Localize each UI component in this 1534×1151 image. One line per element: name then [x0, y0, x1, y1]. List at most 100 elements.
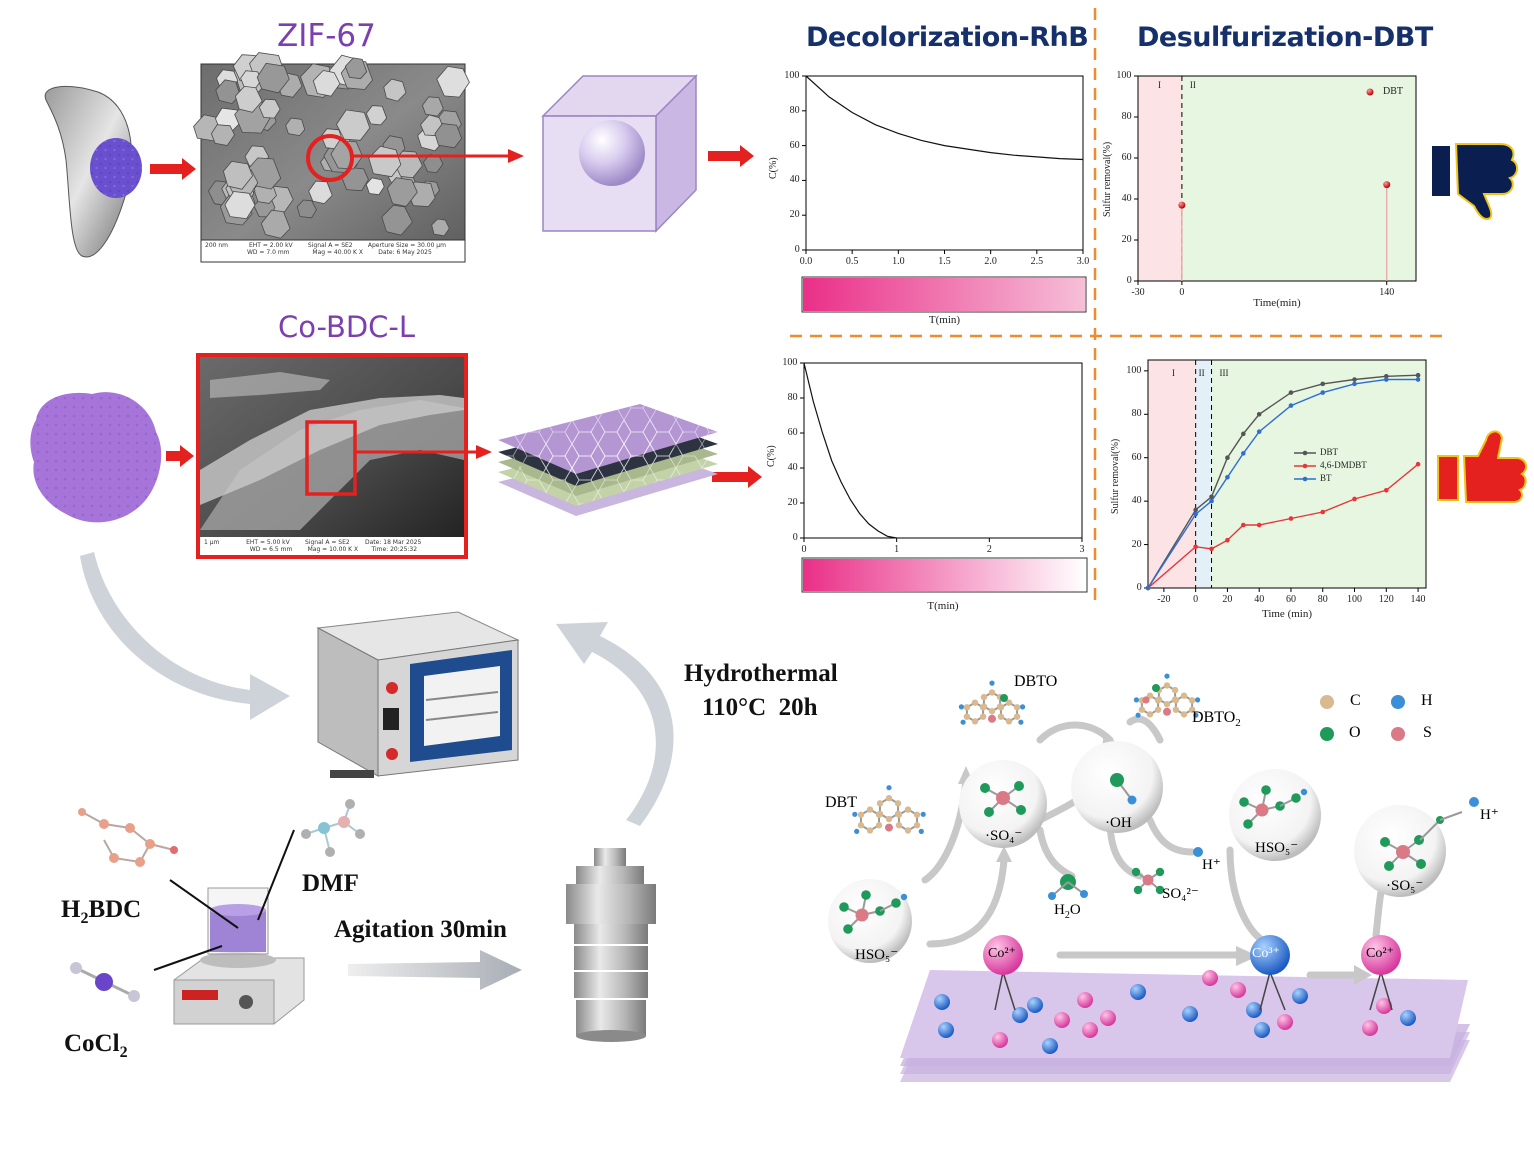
- carbon-atom: [876, 810, 884, 818]
- oxygen-atom: [1110, 773, 1124, 787]
- h2bdc-label: H2BDC: [61, 896, 141, 928]
- surface-atom-blue: [1292, 988, 1308, 1004]
- legend-marker: [1302, 463, 1308, 469]
- zif-crystal: [260, 209, 291, 239]
- data-point: [1256, 522, 1262, 528]
- oxygen-atom: [1133, 885, 1143, 895]
- legend-marker: [1366, 88, 1374, 96]
- chart-rhb-zif67: [802, 75, 1084, 254]
- y-tick-label: 20: [1121, 234, 1132, 245]
- surface-atom-pink: [1230, 982, 1246, 998]
- sem-zif-caption: 200 nm EHT = 2.00 kV Signal A = SE2 Aper…: [205, 242, 446, 256]
- carbon-atom: [875, 822, 883, 829]
- zif-crystal: [308, 180, 333, 205]
- carbon-atom: [1005, 699, 1013, 706]
- h2bdc-molecule-icon: [78, 808, 178, 867]
- carbon-atom: [988, 707, 996, 715]
- data-point: [1193, 511, 1198, 517]
- zif-crystal: [383, 78, 407, 102]
- chart-rhb-cobdc: [800, 362, 1083, 542]
- data-point: [1256, 429, 1262, 434]
- cocl2-molecule-icon: [70, 962, 140, 1002]
- hplus-label-2: H⁺: [1480, 807, 1499, 823]
- y-tick-label: 0: [1136, 582, 1142, 593]
- surface-atom-blue: [938, 1022, 954, 1038]
- surface-atom-pink: [1362, 1020, 1378, 1036]
- hydrogen-atom: [920, 811, 926, 817]
- data-point: [1256, 411, 1262, 417]
- y-tick-label: 80: [789, 104, 800, 116]
- surface-atoms: [934, 970, 1416, 1054]
- data-point: [1415, 377, 1421, 382]
- oxygen-atom: [980, 783, 990, 793]
- carbon-atom: [1146, 692, 1154, 699]
- surface-atom-pink: [1277, 1014, 1293, 1030]
- carbon-atom: [997, 713, 1005, 720]
- spoon-icon: [44, 86, 142, 258]
- co2-label-b: Co²⁺: [1366, 946, 1394, 961]
- legend-marker: [1302, 450, 1308, 456]
- hydrogen-atom: [1020, 704, 1026, 710]
- region-label-II: II: [1198, 368, 1205, 378]
- x-axis-label: Time (min): [1261, 608, 1313, 620]
- dmf-label: DMF: [302, 870, 359, 897]
- carbon-atom: [913, 822, 921, 829]
- surface-atom-blue: [1012, 1007, 1028, 1023]
- data-point: [1383, 487, 1389, 493]
- bubble-hso5-2: [1229, 769, 1321, 861]
- atom-legend-swatches: [1320, 695, 1405, 741]
- zif-crystal: [215, 79, 241, 105]
- dbto-label: DBTO: [1014, 673, 1058, 690]
- highlight-circle: [306, 134, 354, 182]
- region-II: [1195, 360, 1212, 588]
- x-tick-label: 60: [1285, 594, 1296, 605]
- h2o-label: H2O: [1054, 902, 1081, 921]
- hso5-label-1: HSO₅⁻: [855, 947, 899, 963]
- data-point: [1209, 498, 1214, 504]
- carbon-atom: [885, 815, 893, 823]
- zif-crystal: [296, 199, 317, 219]
- zif67-label: ZIF-67: [277, 18, 376, 54]
- sem-cobdc-caption: 1 µm EHT = 5.00 kV Signal A = SE2 Date: …: [204, 539, 421, 553]
- surface-atom-pink: [1054, 1012, 1070, 1028]
- x-tick-label: 2.0: [984, 256, 997, 267]
- sulfur-atom: [1255, 803, 1269, 817]
- oxygen-atom: [861, 890, 871, 900]
- surface-atom-pink: [1376, 998, 1392, 1014]
- data-point: [1288, 516, 1294, 521]
- carbon-atom: [1138, 706, 1146, 713]
- zif-crystal: [434, 123, 463, 149]
- co2-site-2: [1361, 935, 1401, 975]
- oxygen-atom: [843, 924, 853, 934]
- x-tick-label: 0.0: [799, 256, 813, 267]
- h2bdc-sub: 2: [80, 910, 89, 927]
- hydrogen-atom: [1127, 795, 1137, 805]
- y-tick-label: 60: [789, 139, 800, 151]
- zif-crystal: [386, 177, 418, 207]
- so5-radical-label: ·SO₅⁻: [1386, 878, 1424, 894]
- carbon-atom: [894, 800, 902, 807]
- sem-zif-eht: EHT = 2.00 kV: [249, 242, 293, 249]
- hydrogen-atom: [918, 828, 924, 835]
- oxygen-atom: [1380, 837, 1390, 847]
- region-label-I: I: [1172, 368, 1175, 378]
- sem-cobdc-date: Date: 18 Mar 2025: [364, 539, 422, 546]
- carbon-atom: [963, 713, 971, 720]
- legend-marker: [1302, 476, 1308, 482]
- zif-crystal: [210, 124, 235, 146]
- zif-crystal: [330, 139, 363, 170]
- carbon-atom: [988, 689, 996, 696]
- bubble-hso5-1: [828, 879, 912, 963]
- carbon-atom: [1180, 711, 1188, 718]
- sem-image-zif67: [193, 52, 524, 263]
- zif-crystal: [421, 96, 444, 117]
- carbon-atom: [895, 811, 903, 818]
- h2o-main: H: [1054, 902, 1065, 918]
- y-tick-label: 0: [794, 244, 800, 255]
- carbon-atom: [980, 693, 988, 701]
- cobalt-sites: [983, 935, 1401, 1011]
- y-axis-label: Sulfur removal(%): [1102, 141, 1113, 217]
- h2bdc-main: H: [61, 896, 81, 923]
- surface-atom-blue: [1027, 997, 1043, 1013]
- y-axis-label: Sulfur removal(%): [1110, 438, 1121, 514]
